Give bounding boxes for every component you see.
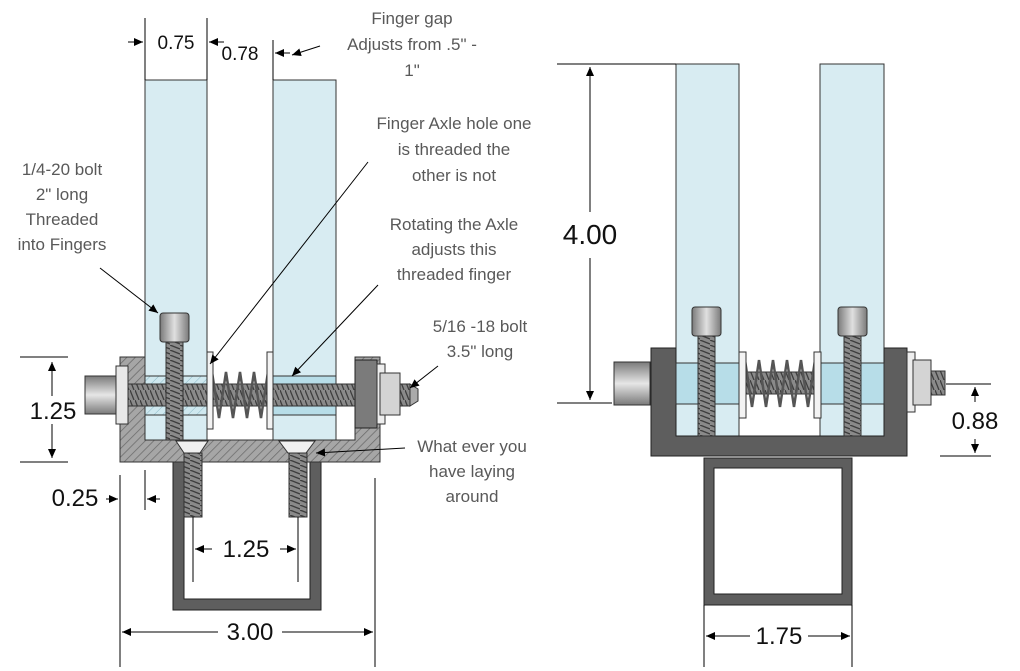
dim-width-300: 3.00 xyxy=(227,619,274,646)
flat-screw-shank xyxy=(288,452,308,518)
leader-lines xyxy=(99,45,439,457)
cap-screw-shank xyxy=(165,341,184,441)
note-axle-hole-2: is threaded the xyxy=(398,140,510,159)
washer xyxy=(813,351,822,419)
right-view xyxy=(613,63,946,606)
note-bolt14-1: 1/4-20 bolt xyxy=(22,160,103,179)
axle-bolt-head xyxy=(84,375,117,415)
note-bolt14-2: 2" long xyxy=(36,185,88,204)
dim-width-175: 1.75 xyxy=(756,623,803,650)
note-bolt14-3: Threaded xyxy=(26,210,99,229)
cap-screw-head xyxy=(691,306,722,337)
left-view xyxy=(84,79,419,611)
note-finger-gap-1: Finger gap xyxy=(371,9,452,28)
washer xyxy=(738,351,747,419)
dim-wall: 0.25 xyxy=(52,485,99,512)
note-whatever-2: have laying xyxy=(429,462,515,481)
dim-finger-width: 0.75 xyxy=(158,33,195,54)
spring xyxy=(210,371,270,419)
nut xyxy=(912,359,932,406)
annotation-labels: Finger gap Adjusts from .5" - 1" 1/4-20 … xyxy=(18,9,532,506)
note-bolt516-2: 3.5" long xyxy=(447,342,514,361)
note-rotating-1: Rotating the Axle xyxy=(390,215,519,234)
dim-finger-gap: 0.78 xyxy=(222,44,259,65)
note-rotating-3: threaded finger xyxy=(397,265,512,284)
dim-axle-height: 0.88 xyxy=(952,408,999,435)
cap-screw-head xyxy=(159,312,190,343)
spring-side xyxy=(743,359,817,408)
note-axle-hole-1: Finger Axle hole one xyxy=(377,114,532,133)
nut xyxy=(379,372,401,416)
washer xyxy=(206,351,214,430)
cap-screw-head xyxy=(837,306,868,337)
flat-screw-shank xyxy=(183,452,203,518)
dim-bolt-spacing: 1.25 xyxy=(223,536,270,563)
dimension-labels: 0.75 0.78 1.25 0.25 1.25 3.00 4.00 0.88 … xyxy=(30,33,999,650)
dim-height-400: 4.00 xyxy=(563,219,618,250)
note-bolt14-4: into Fingers xyxy=(18,235,107,254)
note-whatever-3: around xyxy=(446,487,499,506)
washer xyxy=(266,351,274,430)
note-whatever-1: What ever you xyxy=(417,437,527,456)
note-axle-hole-3: other is not xyxy=(412,166,496,185)
dimension-lines xyxy=(20,18,991,667)
note-bolt516-1: 5/16 -18 bolt xyxy=(433,317,528,336)
note-finger-gap-2: Adjusts from .5" - xyxy=(347,35,477,54)
nut xyxy=(354,359,378,429)
dim-height-125: 1.25 xyxy=(30,398,77,425)
axle-knob xyxy=(613,361,651,406)
note-rotating-2: adjusts this xyxy=(411,240,496,259)
note-finger-gap-3: 1" xyxy=(404,61,420,80)
